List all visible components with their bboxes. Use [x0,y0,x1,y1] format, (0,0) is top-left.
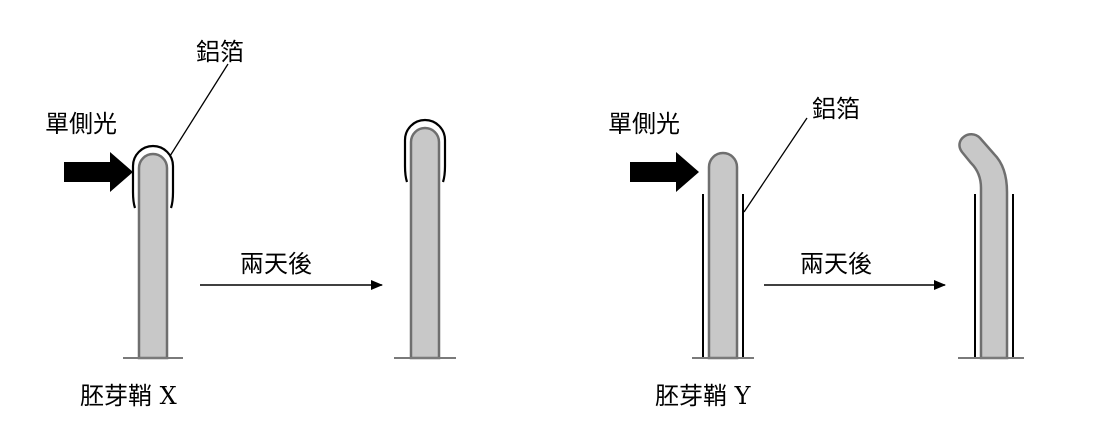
foil-leader-line [743,117,808,213]
coleoptile-x-before [137,152,169,360]
light-arrow-icon [630,152,699,192]
panel-x: 單側光 鋁箔 胚芽鞘 X 兩天後 [45,38,456,410]
specimen-label-y: 胚芽鞘 Y [655,382,752,410]
light-arrow-icon [64,152,133,192]
panel-y: 單側光 鋁箔 胚芽鞘 Y 兩天後 [608,95,1024,410]
foil-cap-x-before [131,144,175,209]
time-label-y: 兩天後 [800,250,872,278]
light-label-y: 單側光 [608,110,680,138]
foil-label-x: 鋁箔 [196,38,244,66]
specimen-label-x: 胚芽鞘 X [80,382,177,410]
foil-cap-x-after [403,118,447,183]
coleoptile-x-after [409,126,441,360]
time-label-x: 兩天後 [240,250,312,278]
foil-label-y: 鋁箔 [812,95,860,123]
coleoptile-y-after [958,133,1009,360]
coleoptile-y-before [707,151,739,360]
foil-leader-line [169,63,229,157]
light-label-x: 單側光 [45,110,117,138]
